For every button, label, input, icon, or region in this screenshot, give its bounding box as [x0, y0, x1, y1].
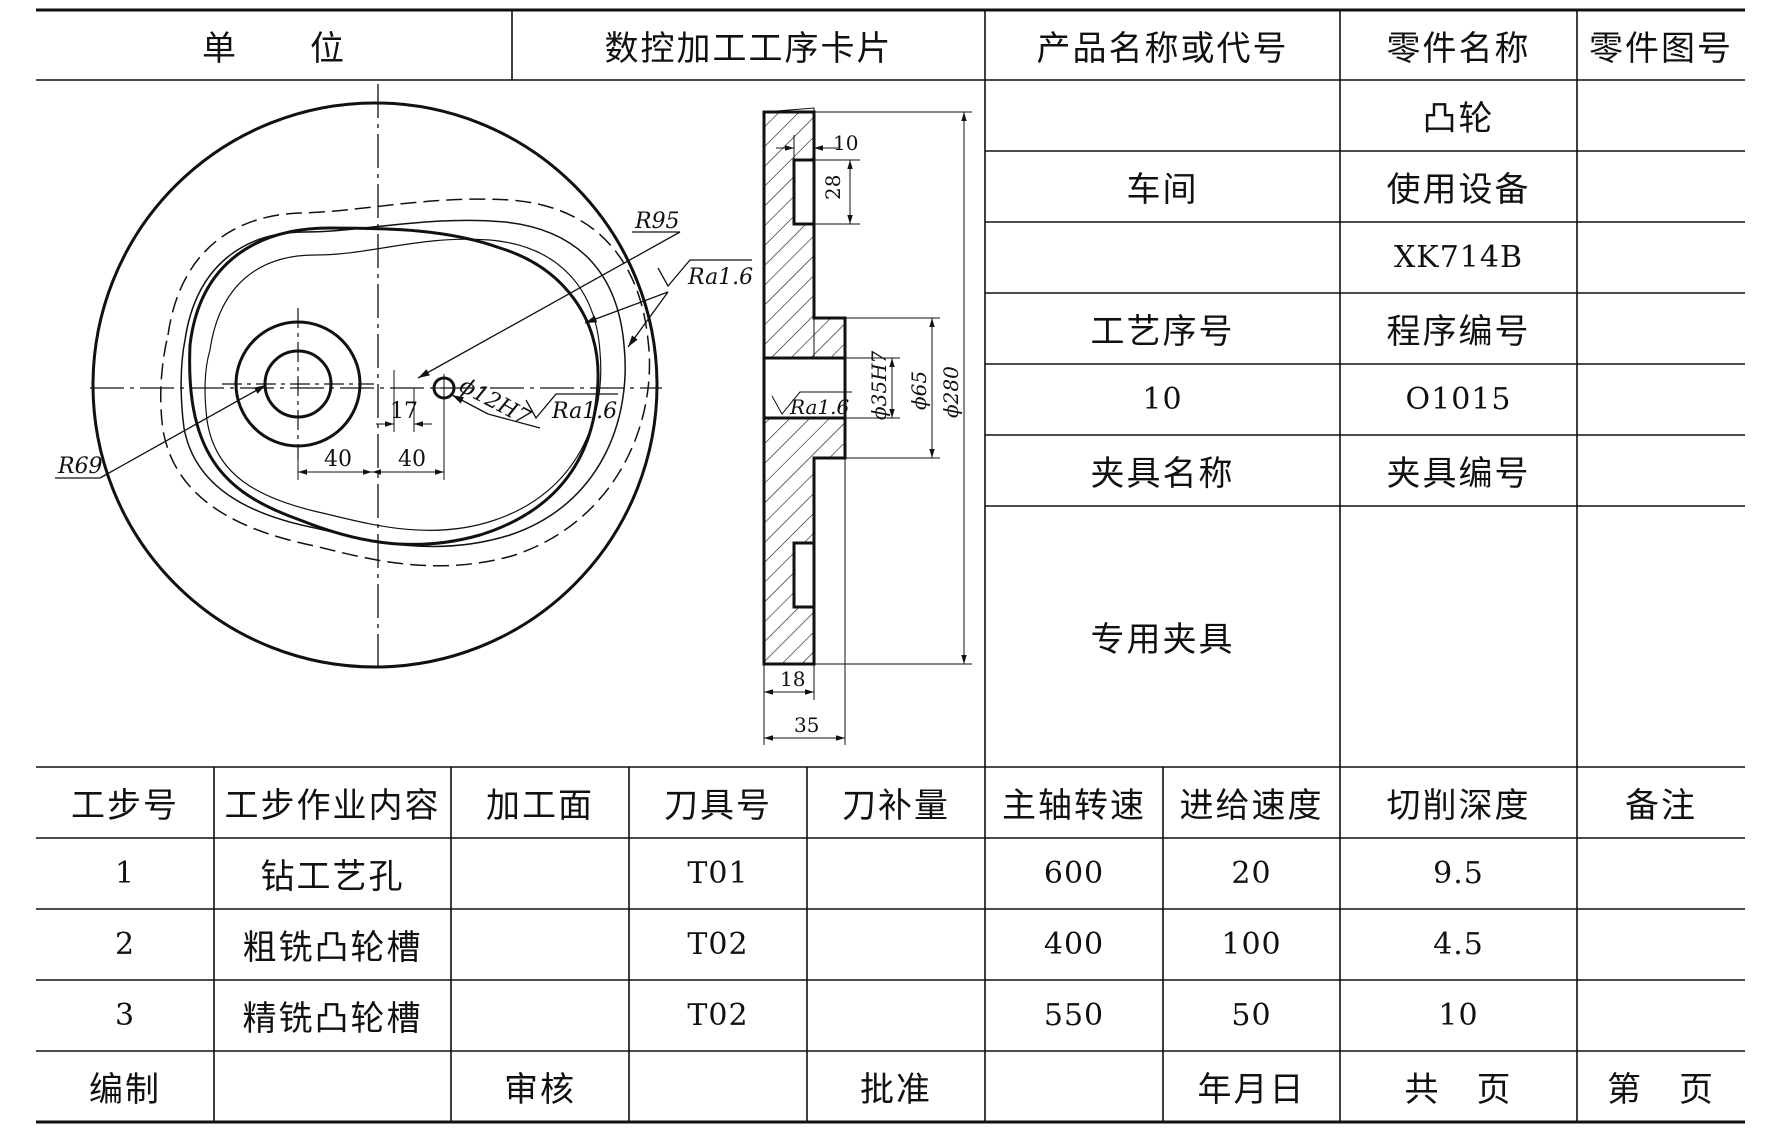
part-drawing-no-label: 零件图号 — [1589, 28, 1733, 69]
col-surface: 加工面 — [486, 786, 594, 826]
table-cell: 精铣凸轮槽 — [242, 999, 423, 1039]
dim-28-label: 28 — [821, 175, 845, 200]
total-pages-label: 共 页 — [1404, 1070, 1513, 1110]
col-tool-no: 刀具号 — [664, 786, 772, 826]
table-cell: 粗铣凸轮槽 — [242, 928, 423, 968]
date-label: 年月日 — [1197, 1070, 1306, 1110]
dim-35-label: 35 — [794, 713, 819, 737]
dim-18-label: 18 — [780, 667, 805, 691]
table-cell: 2 — [114, 927, 136, 962]
table-cell: 1 — [114, 856, 136, 891]
process-no-label: 工艺序号 — [1090, 312, 1235, 352]
page-label: 第 页 — [1607, 1070, 1715, 1110]
product-label: 产品名称或代号 — [1036, 28, 1289, 69]
ra-hole-label: Ra1.6 — [551, 399, 617, 424]
reviewed-label: 审核 — [504, 1070, 576, 1110]
r95-label: R95 — [634, 209, 680, 234]
table-cell: 400 — [1043, 927, 1105, 962]
equipment-value: XK714B — [1393, 240, 1524, 275]
table-cell: 550 — [1043, 998, 1105, 1033]
process-no-value: 10 — [1142, 382, 1183, 417]
section-view — [762, 107, 972, 745]
approved-label: 批准 — [860, 1070, 932, 1110]
table-cell: 3 — [114, 998, 136, 1033]
fixture-no-label: 夹具编号 — [1386, 454, 1531, 494]
col-tool-offset: 刀补量 — [842, 786, 950, 826]
table-cell: 100 — [1221, 927, 1282, 962]
col-remarks: 备注 — [1625, 786, 1697, 826]
front-view — [55, 84, 752, 670]
dim-40-right-label: 40 — [398, 447, 426, 472]
dim-65-label: ϕ65 — [907, 371, 931, 410]
dim-35h7-label: ϕ35H7 — [867, 350, 891, 420]
ra-groove-label: Ra1.6 — [687, 265, 753, 290]
part-name-value: 凸轮 — [1422, 99, 1495, 139]
table-cell: 钻工艺孔 — [260, 857, 405, 897]
table-cell: 20 — [1231, 856, 1272, 891]
table-cell: 50 — [1231, 998, 1272, 1033]
table-cell: 9.5 — [1433, 856, 1484, 891]
unit-label: 单 位 — [202, 28, 346, 69]
col-cut-depth: 切削深度 — [1386, 786, 1531, 826]
table-cell: 10 — [1438, 998, 1479, 1033]
outer-contour — [91, 101, 659, 669]
col-feed-rate: 进给速度 — [1179, 786, 1324, 826]
table-cell: T01 — [687, 856, 749, 891]
col-spindle-speed: 主轴转速 — [1002, 786, 1146, 826]
dim-280-label: ϕ280 — [939, 366, 963, 418]
program-no-value: O1015 — [1405, 382, 1512, 417]
equipment-label: 使用设备 — [1386, 170, 1531, 210]
dim-10-label: 10 — [833, 131, 858, 155]
ra-bore-label: Ra1.6 — [789, 395, 850, 419]
dim-17-label: 17 — [390, 399, 418, 424]
part-name-label: 零件名称 — [1386, 28, 1531, 69]
card-title: 数控加工工序卡片 — [604, 28, 893, 69]
program-no-label: 程序编号 — [1386, 312, 1531, 352]
prepared-label: 编制 — [89, 1070, 161, 1110]
hole-dim-label: ϕ12H7 — [455, 373, 534, 431]
table-cell: 600 — [1043, 856, 1105, 891]
groove-inner-edge — [188, 226, 600, 546]
fixture-name-label: 夹具名称 — [1090, 454, 1235, 494]
dim-40-left-label: 40 — [324, 447, 352, 472]
table-cell: T02 — [687, 927, 749, 962]
table-cell: T02 — [687, 998, 749, 1033]
table-cell: 4.5 — [1433, 927, 1484, 962]
r69-label: R69 — [57, 454, 103, 479]
fixture-name-value: 专用夹具 — [1090, 620, 1235, 660]
workshop-label: 车间 — [1126, 170, 1199, 210]
groove-outer-edge — [180, 219, 626, 548]
col-step-content: 工步作业内容 — [224, 786, 441, 826]
groove-outer-dashed — [159, 198, 651, 567]
col-step-no: 工步号 — [71, 786, 179, 826]
